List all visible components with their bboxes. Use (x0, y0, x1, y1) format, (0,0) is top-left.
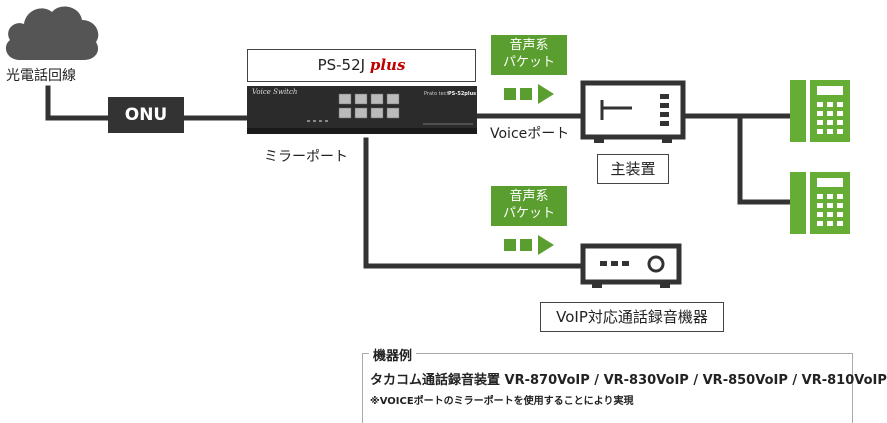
phone-top-icon (790, 80, 850, 142)
notes-box (362, 353, 853, 423)
notes-line2: ※VOICEポートのミラーポートを使用することにより実現 (370, 396, 634, 407)
switch-faceplate-brand: Prato tech (424, 91, 450, 97)
line-mirror-to-recorder (363, 137, 583, 269)
notes-line1: タカコム通話録音装置 VR-870VoIP / VR-830VoIP / VR-… (370, 373, 887, 388)
main-device-label: 主装置 (597, 154, 669, 184)
recorder-device-icon (580, 243, 682, 288)
switch-model-suffix: plus (369, 56, 406, 74)
packet-arrow-top-icon (504, 84, 554, 104)
packet-label-top: 音声系 パケット (491, 35, 567, 75)
mirror-port-label: ミラーポート (264, 149, 348, 165)
voice-port-label: Voiceポート (490, 126, 570, 142)
line-branch-to-phone-bottom (737, 113, 793, 205)
notes-title: 機器例 (369, 345, 417, 364)
packet-label-top-line1: 音声系 (509, 38, 549, 53)
onu-box: ONU (108, 97, 184, 133)
switch-model-name: PS-52J (317, 56, 366, 74)
packet-label-bottom: 音声系 パケット (491, 186, 567, 226)
network-diagram: 光電話回線 ONU PS-52J plus Voice Switch Prato… (5, 6, 887, 423)
switch-device-icon (247, 86, 477, 134)
line-cloud-to-onu (45, 85, 111, 121)
packet-label-top-line2: パケット (502, 55, 555, 70)
main-device-icon (580, 80, 686, 143)
switch-faceplate-left: Voice Switch (252, 88, 298, 96)
cloud-label: 光電話回線 (6, 68, 76, 84)
packet-label-bottom-line2: パケット (502, 206, 555, 221)
switch-faceplate-model: PS-52plus (448, 91, 477, 97)
packet-arrow-bottom-icon (504, 235, 554, 255)
switch-model-label: PS-52J plus (247, 49, 476, 82)
packet-label-bottom-line1: 音声系 (509, 189, 549, 204)
phone-bottom-icon (790, 172, 850, 234)
cloud-icon (5, 6, 99, 60)
recorder-label: VoIP対応通話録音機器 (540, 302, 724, 332)
connection-lines (45, 85, 793, 269)
